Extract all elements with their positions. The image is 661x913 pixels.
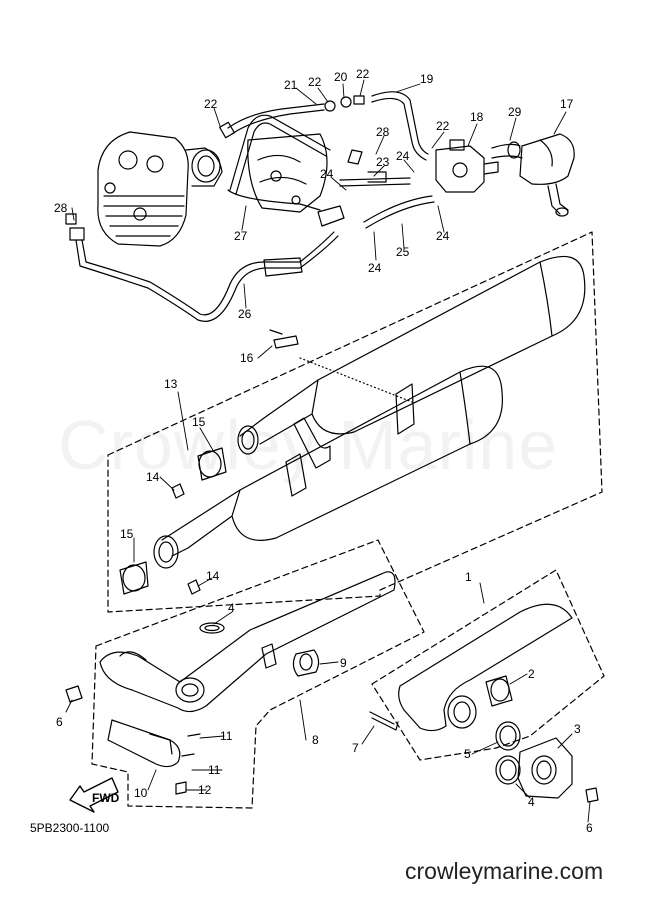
- gaskets-15: [119, 447, 227, 595]
- leader-lines: [65, 79, 591, 823]
- callout-15b: 15: [120, 527, 134, 541]
- callout-16: 16: [240, 351, 254, 365]
- hose-19: [371, 91, 429, 161]
- callout-17: 17: [560, 97, 574, 111]
- air-cut-valve-17: [519, 133, 575, 217]
- callout-21: 21: [284, 78, 298, 92]
- hose-21-assembly: [219, 103, 325, 139]
- callout-14b: 14: [206, 569, 220, 583]
- pipe-26: [65, 205, 345, 322]
- exhaust-pipe-1: [398, 603, 573, 732]
- exhaust-pipe-8-box: [91, 539, 425, 809]
- callout-6b: 6: [586, 821, 593, 835]
- callout-numbers: 1 2 3 4 4 5 6 6 7 8 9 10 11 11 12 13 14 …: [54, 67, 593, 835]
- callout-24d: 24: [436, 229, 450, 243]
- fwd-label: FWD: [92, 791, 120, 805]
- muffler-lower: [153, 365, 503, 569]
- callout-12: 12: [198, 783, 212, 797]
- callout-25: 25: [396, 245, 410, 259]
- callout-22b: 22: [308, 75, 322, 89]
- callout-10: 10: [134, 786, 148, 800]
- callout-28a: 28: [54, 201, 68, 215]
- callout-22a: 22: [204, 97, 218, 111]
- callout-9: 9: [340, 656, 347, 670]
- hose-27-bracket: [227, 114, 331, 211]
- site-url: crowleymarine.com: [405, 858, 604, 884]
- callout-11b: 11: [208, 763, 221, 777]
- exhaust-pipe-8: [99, 571, 396, 713]
- hoses-23-25: [339, 149, 435, 229]
- callout-8: 8: [312, 733, 319, 747]
- watermark-text: Crowley Marine: [58, 406, 559, 484]
- callout-23: 23: [376, 155, 390, 169]
- fwd-arrow-icon: FWD: [69, 777, 120, 813]
- clip-20-22: [324, 95, 365, 112]
- leader-16-dotted: [299, 357, 413, 403]
- callout-24b: 24: [396, 149, 410, 163]
- callout-4b: 4: [528, 795, 535, 809]
- callout-14a: 14: [146, 470, 160, 484]
- callout-2: 2: [528, 667, 535, 681]
- heat-protector-10: [107, 719, 181, 768]
- callout-11a: 11: [220, 729, 233, 743]
- callout-19: 19: [420, 72, 434, 86]
- callout-24a: 24: [320, 167, 334, 181]
- callout-4a: 4: [228, 601, 235, 615]
- callout-18: 18: [470, 110, 484, 124]
- callout-22d: 22: [436, 119, 450, 133]
- cylinder-head: [97, 131, 223, 247]
- callout-3: 3: [574, 722, 581, 736]
- exhaust-pipe-1-box: [371, 569, 605, 761]
- diagram-code: 5PB2300-1100: [30, 821, 110, 835]
- callout-20: 20: [334, 70, 348, 84]
- gaskets-5-4-joint-3: [369, 711, 599, 803]
- hose-29: [491, 141, 523, 159]
- callout-5: 5: [464, 747, 471, 761]
- callout-29: 29: [508, 105, 522, 119]
- callout-6a: 6: [56, 715, 63, 729]
- callout-28b: 28: [376, 125, 390, 139]
- small-hardware: [65, 622, 320, 795]
- reed-valve-18: [435, 139, 499, 193]
- callout-26: 26: [238, 307, 252, 321]
- callout-7: 7: [352, 741, 359, 755]
- callout-1: 1: [465, 570, 472, 584]
- callout-27: 27: [234, 229, 248, 243]
- muffler-assembly-box: [107, 231, 603, 613]
- callout-24c: 24: [368, 261, 382, 275]
- callout-13: 13: [164, 377, 178, 391]
- muffler-upper: [237, 255, 586, 469]
- bolts-14-16: [171, 329, 299, 595]
- callout-15a: 15: [192, 415, 206, 429]
- callout-22c: 22: [356, 67, 370, 81]
